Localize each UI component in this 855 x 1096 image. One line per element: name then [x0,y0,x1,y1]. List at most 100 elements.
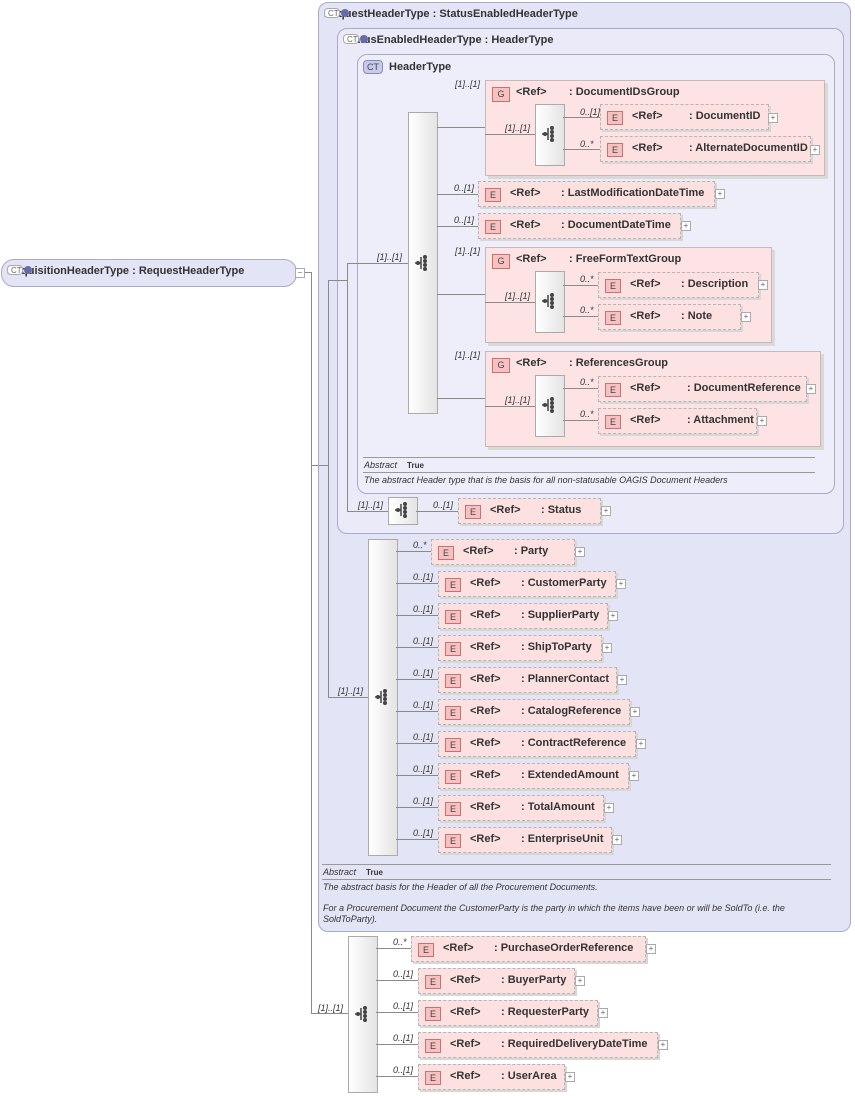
sequence-compositor[interactable] [368,539,398,856]
multiplicity: 0..* [413,540,427,550]
multiplicity: 0..[1] [413,636,434,646]
abstract-label: Abstract [364,460,398,470]
expand-icon[interactable]: + [768,113,778,123]
sequence-compositor[interactable] [535,271,565,333]
sequence-compositor[interactable] [535,375,565,437]
element-icon: E [425,1071,441,1085]
element-icon: E [605,383,621,397]
element-icon: E [425,1039,441,1053]
expand-icon[interactable]: + [598,1008,608,1018]
group-icon: G [492,358,510,373]
element-name: : Note [681,310,713,322]
element-planner-contact[interactable]: E<Ref>: PlannerContact [438,667,617,693]
element-last-modification-datetime[interactable]: E<Ref>: LastModificationDateTime [478,181,715,207]
connector [347,511,388,512]
element-attachment[interactable]: E<Ref>: Attachment [598,408,757,434]
expand-icon[interactable]: + [757,416,767,426]
element-requester-party[interactable]: E<Ref>: RequesterParty [418,1000,598,1026]
expand-icon[interactable]: + [602,643,612,653]
element-ref: <Ref> [470,641,501,653]
element-ref: <Ref> [470,609,501,621]
complex-type-icon: CT [363,60,383,74]
collapse-icon[interactable]: − [295,268,305,278]
expand-icon[interactable]: + [681,221,691,231]
element-enterprise-unit[interactable]: E<Ref>: EnterpriseUnit [438,827,612,853]
expand-icon[interactable]: + [715,189,725,199]
status-enabled-type-label: StatusEnabledHeaderType : HeaderType [343,34,554,46]
expand-icon[interactable]: + [604,803,614,813]
element-required-delivery-datetime[interactable]: E<Ref>: RequiredDeliveryDateTime [418,1032,658,1058]
element-customer-party[interactable]: E<Ref>: CustomerParty [438,571,616,597]
expand-icon[interactable]: + [810,145,820,155]
element-ship-to-party[interactable]: E<Ref>: ShipToParty [438,635,602,661]
expand-icon[interactable]: + [616,579,626,589]
element-supplier-party[interactable]: E<Ref>: SupplierParty [438,603,608,629]
sequence-compositor[interactable] [535,104,565,166]
element-name: : Description [681,278,749,290]
sequence-compositor[interactable] [348,936,378,1093]
element-ref: <Ref> [470,673,501,685]
connector [319,465,329,466]
connector [563,117,601,118]
expand-icon[interactable]: + [617,675,627,685]
multiplicity: 0..[1] [413,764,434,774]
element-document-id[interactable]: E<Ref>: DocumentID [600,104,769,130]
element-buyer-party[interactable]: E<Ref>: BuyerParty [418,968,575,994]
expand-icon[interactable]: + [629,771,639,781]
expand-icon[interactable]: + [608,611,618,621]
element-note[interactable]: E<Ref>: Note [598,304,741,330]
element-extended-amount[interactable]: E<Ref>: ExtendedAmount [438,763,629,789]
element-contract-reference[interactable]: E<Ref>: ContractReference [438,731,636,757]
element-name: : DocumentDateTime [561,219,671,231]
expand-icon[interactable]: + [658,1040,668,1050]
expand-icon[interactable]: + [575,976,585,986]
element-party[interactable]: E<Ref>: Party [431,539,575,565]
element-icon: E [438,546,454,560]
element-user-area[interactable]: E<Ref>: UserArea [418,1064,565,1090]
connector [563,285,598,286]
sequence-compositor[interactable] [388,497,418,525]
element-purchase-order-reference[interactable]: E<Ref>: PurchaseOrderReference [411,936,646,962]
expand-icon[interactable]: + [758,280,768,290]
element-alternate-document-id[interactable]: E<Ref>: AlternateDocumentID [600,136,811,162]
element-icon: E [445,738,461,752]
element-icon: E [445,834,461,848]
request-header-documentation-1: The abstract basis for the Header of all… [323,882,598,892]
element-document-datetime[interactable]: E<Ref>: DocumentDateTime [478,213,681,239]
element-name: : Attachment [687,414,754,426]
connector [376,1076,418,1077]
expand-icon[interactable]: + [806,384,816,394]
complex-type-icon: CT [324,8,340,18]
root-type-box[interactable] [1,259,297,287]
expand-icon[interactable]: + [575,547,585,557]
abstract-value: True [407,461,424,470]
expand-icon[interactable]: + [565,1072,575,1082]
multiplicity: 0..[1] [454,183,475,193]
connector [328,697,368,698]
element-description[interactable]: E<Ref>: Description [598,272,759,298]
element-ref: <Ref> [630,278,661,290]
element-icon: E [607,143,623,157]
element-icon: E [445,674,461,688]
sequence-compositor[interactable] [408,112,438,414]
multiplicity: [1]..[1] [377,252,403,262]
element-total-amount[interactable]: E<Ref>: TotalAmount [438,795,604,821]
expand-icon[interactable]: + [630,707,640,717]
element-status[interactable]: E<Ref>: Status [458,498,601,524]
connector [396,807,438,808]
expand-icon[interactable]: + [741,312,751,322]
expand-icon[interactable]: + [612,835,622,845]
multiplicity: 0..* [580,139,594,149]
expand-icon[interactable]: + [646,944,656,954]
multiplicity: [1]..[1] [455,350,481,360]
connector [396,647,438,648]
expand-icon[interactable]: + [601,506,611,516]
element-icon: E [445,770,461,784]
element-name: : LastModificationDateTime [561,187,705,199]
expand-icon[interactable]: + [636,739,646,749]
element-document-reference[interactable]: E<Ref>: DocumentReference [598,376,807,402]
element-catalog-reference[interactable]: E<Ref>: CatalogReference [438,699,630,725]
